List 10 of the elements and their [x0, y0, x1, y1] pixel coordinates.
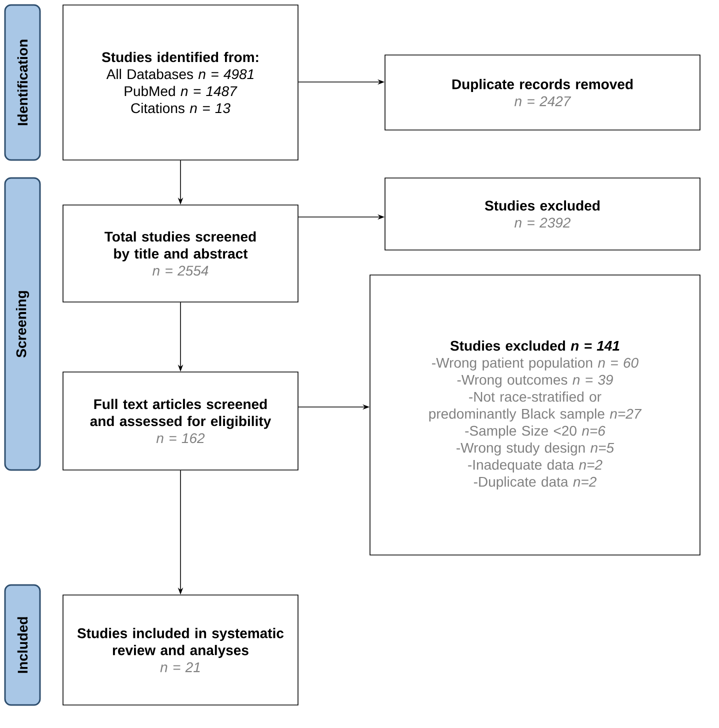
process-box: Studies excluded n = 2392	[384, 178, 700, 250]
stage-label: Identification	[4, 4, 41, 161]
stage-label: Included	[4, 584, 41, 706]
process-box: Studies included in systematic review and analyses n = 21	[62, 594, 298, 706]
stage-label: Screening	[4, 177, 41, 471]
process-box: Studies identified from: All Databases n = 4981 PubMed n = 1487 Citations n = 13	[62, 4, 298, 160]
process-box: Duplicate records removed n = 2427	[384, 54, 700, 130]
process-box: Studies excluded n = 141 -Wrong patient population n = 60 -Wrong outcomes n = 39 -Not race-stratified or predominantly Black sample n=27 -Sample Size <20 n=6 -Wrong study design n=5 -Inadequate data n=2 -Duplicate data n=2	[370, 274, 700, 556]
process-box: Full text articles screened and assessed for eligibility n = 162	[62, 372, 298, 470]
process-box: Total studies screened by title and abstract n = 2554	[62, 204, 298, 302]
